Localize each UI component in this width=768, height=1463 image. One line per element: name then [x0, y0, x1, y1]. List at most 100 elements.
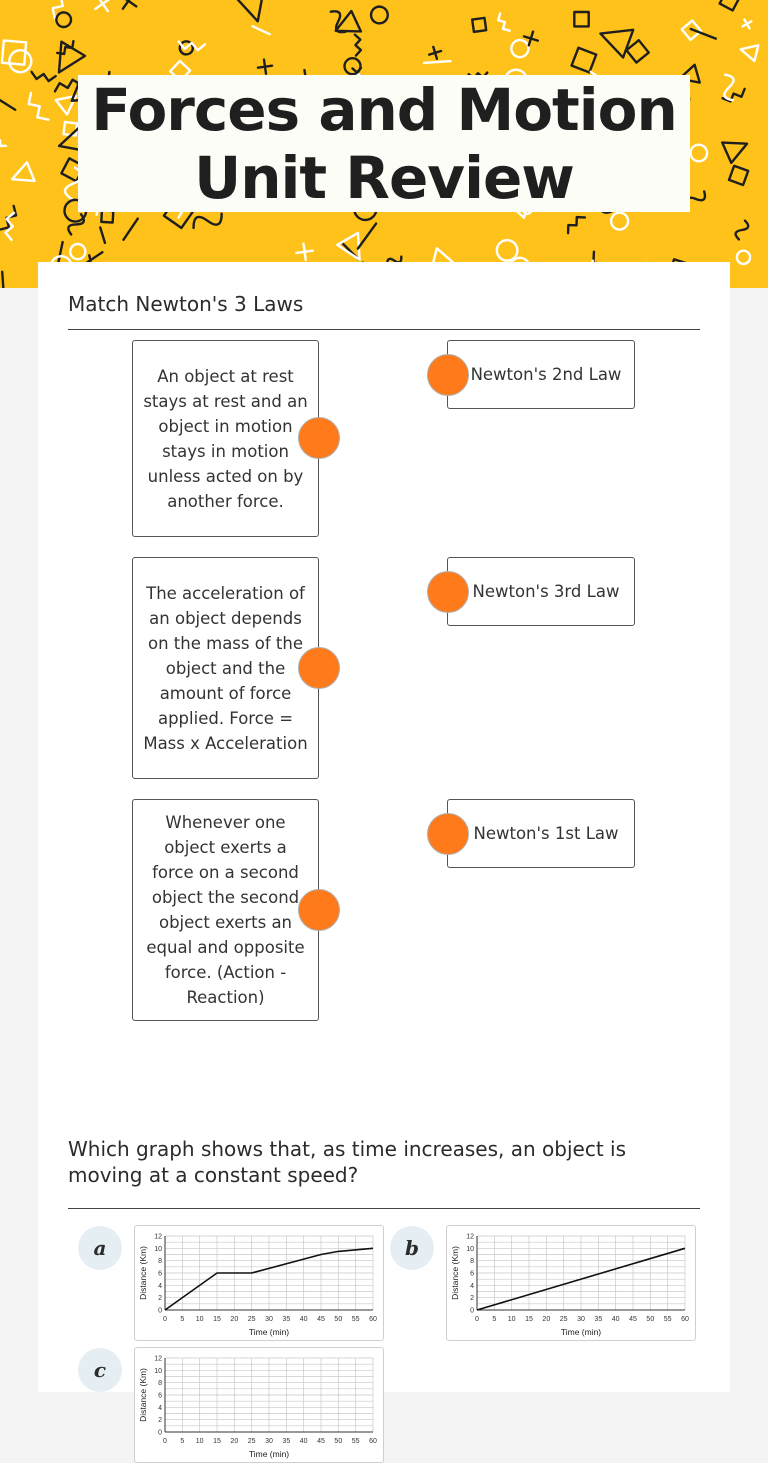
doodle-sq — [472, 18, 486, 32]
y-tick-label: 10 — [154, 1246, 162, 1253]
x-tick-label: 30 — [577, 1316, 585, 1323]
doodle-wave — [734, 219, 749, 241]
match-dot-left-2[interactable] — [298, 647, 340, 689]
x-tick-label: 35 — [282, 1438, 290, 1445]
y-tick-label: 6 — [158, 1271, 162, 1278]
match-dot-left-1[interactable] — [298, 417, 340, 459]
y-tick-label: 10 — [154, 1368, 162, 1375]
law-description-2: The acceleration of an object depends on… — [132, 557, 319, 779]
doodle-sq — [574, 12, 588, 26]
doodle-zig — [0, 135, 6, 149]
x-tick-label: 15 — [213, 1316, 221, 1323]
title-line-1: Forces and Motion — [91, 76, 677, 144]
x-tick-label: 50 — [646, 1316, 654, 1323]
title-line-2: Unit Review — [194, 144, 574, 212]
doodle-sq — [626, 40, 648, 62]
y-tick-label: 0 — [158, 1308, 162, 1315]
doodle-plus — [427, 45, 442, 60]
doodle-circ — [610, 212, 628, 230]
option-b-badge[interactable]: b — [390, 1226, 434, 1270]
law-description-1: An object at rest stays at rest and an o… — [132, 340, 319, 537]
question-heading: Which graph shows that, as time increase… — [68, 1136, 626, 1188]
option-a-badge[interactable]: a — [78, 1226, 122, 1270]
doodle-zig — [564, 213, 585, 233]
law-description-3: Whenever one object exerts a force on a … — [132, 799, 319, 1021]
doodle-line — [358, 224, 376, 249]
divider — [68, 1208, 700, 1209]
doodle-line — [2, 272, 3, 288]
doodle-sq — [572, 48, 597, 73]
doodle-wave — [66, 212, 86, 237]
match-dot-right-2[interactable] — [427, 571, 469, 613]
x-tick-label: 40 — [612, 1316, 620, 1323]
x-tick-label: 5 — [492, 1316, 496, 1323]
doodle-sq — [729, 166, 748, 185]
option-c-badge[interactable]: c — [78, 1348, 122, 1392]
y-tick-label: 10 — [466, 1246, 474, 1253]
doodle-zig — [24, 93, 48, 124]
x-axis-label: Time (min) — [249, 1449, 289, 1459]
divider — [68, 329, 700, 330]
x-tick-label: 0 — [475, 1316, 479, 1323]
x-tick-label: 5 — [180, 1438, 184, 1445]
doodle-circ — [6, 47, 34, 75]
doodle-tri — [739, 41, 759, 61]
y-tick-label: 12 — [154, 1356, 162, 1363]
doodle-tri — [237, 0, 271, 25]
x-tick-label: 45 — [317, 1438, 325, 1445]
doodle-circ — [68, 242, 87, 261]
y-tick-label: 2 — [470, 1295, 474, 1302]
doodle-zig — [355, 34, 361, 55]
x-tick-label: 55 — [352, 1438, 360, 1445]
y-tick-label: 8 — [158, 1380, 162, 1387]
doodle-line — [58, 242, 63, 264]
doodle-circ — [493, 236, 521, 264]
doodle-zig — [49, 0, 71, 18]
x-tick-label: 10 — [508, 1316, 516, 1323]
x-tick-label: 20 — [542, 1316, 550, 1323]
doodle-circ — [55, 11, 72, 28]
x-tick-label: 30 — [265, 1438, 273, 1445]
x-tick-label: 10 — [196, 1438, 204, 1445]
doodle-zig — [496, 13, 510, 33]
doodle-sq — [101, 211, 113, 223]
y-tick-label: 4 — [158, 1283, 162, 1290]
x-tick-label: 50 — [334, 1316, 342, 1323]
doodle-circ — [688, 142, 710, 164]
y-tick-label: 8 — [470, 1258, 474, 1265]
doodle-line — [100, 228, 105, 243]
law-name-3: Newton's 1st Law — [447, 799, 635, 868]
page-title: Forces and Motion Unit Review — [78, 75, 690, 212]
matching-heading: Match Newton's 3 Laws — [68, 292, 303, 316]
doodle-line — [0, 97, 15, 109]
x-tick-label: 25 — [248, 1438, 256, 1445]
match-dot-right-3[interactable] — [427, 813, 469, 855]
x-tick-label: 20 — [230, 1316, 238, 1323]
x-axis-label: Time (min) — [561, 1327, 601, 1337]
y-axis-label: Distance (Km) — [138, 1368, 148, 1422]
x-tick-label: 60 — [369, 1316, 377, 1323]
x-tick-label: 25 — [560, 1316, 568, 1323]
y-tick-label: 4 — [470, 1283, 474, 1290]
doodle-line — [424, 61, 451, 63]
doodle-plus — [257, 59, 273, 75]
doodle-tri — [722, 134, 751, 163]
doodle-line — [253, 26, 270, 34]
y-tick-label: 12 — [154, 1234, 162, 1241]
doodle-plus — [295, 243, 313, 261]
x-axis-label: Time (min) — [249, 1327, 289, 1337]
y-axis-label: Distance (Km) — [138, 1246, 148, 1300]
law-name-2: Newton's 3rd Law — [447, 557, 635, 626]
x-tick-label: 60 — [681, 1316, 689, 1323]
x-tick-label: 55 — [664, 1316, 672, 1323]
x-tick-label: 45 — [317, 1316, 325, 1323]
x-tick-label: 30 — [265, 1316, 273, 1323]
worksheet-card: Match Newton's 3 Laws An object at rest … — [38, 262, 730, 1392]
match-dot-left-3[interactable] — [298, 889, 340, 931]
match-dot-right-1[interactable] — [427, 354, 469, 396]
y-tick-label: 2 — [158, 1295, 162, 1302]
